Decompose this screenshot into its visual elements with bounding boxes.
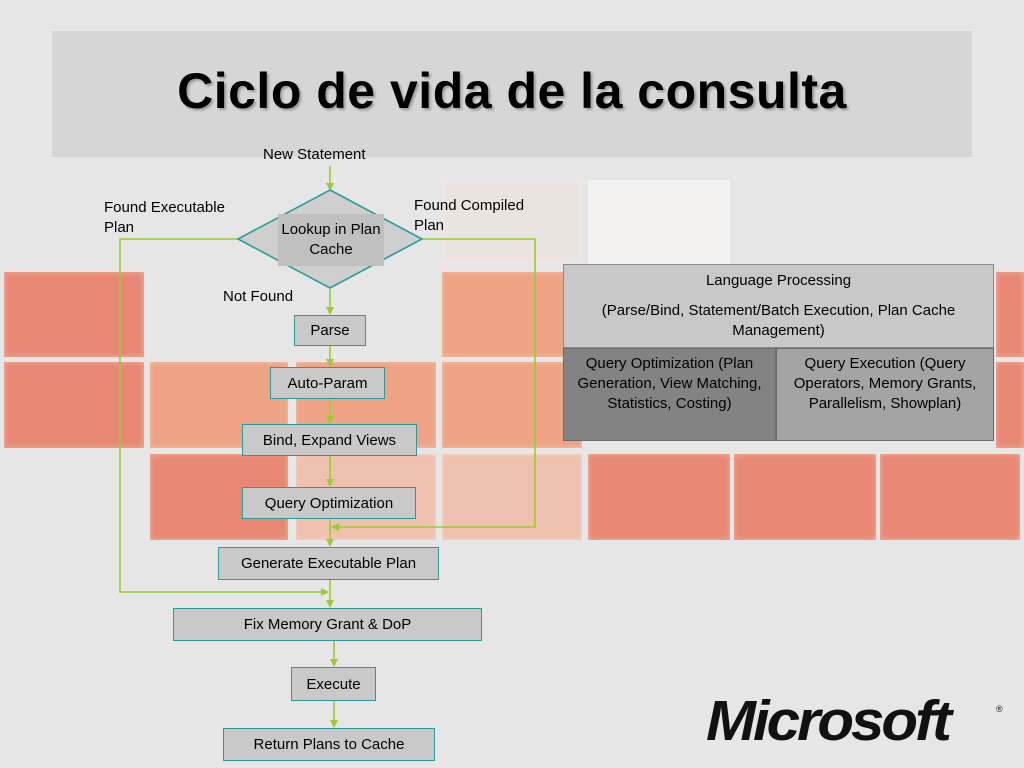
background-tile (734, 454, 876, 540)
generate-executable-plan-step: Generate Executable Plan (218, 547, 439, 580)
not-found-label: Not Found (223, 288, 294, 305)
background-tile (442, 362, 582, 448)
background-tile (996, 272, 1024, 357)
title-band (52, 31, 972, 157)
background-tile (588, 454, 730, 540)
found-compiled-path (331, 238, 536, 531)
background-tile (442, 272, 582, 357)
language-processing-detail: (Parse/Bind, Statement/Batch Execution, … (601, 302, 956, 339)
fix-memory-grant-step: Fix Memory Grant & DoP (173, 608, 482, 641)
language-processing-box: Language Processing (Parse/Bind, Stateme… (563, 264, 994, 348)
microsoft-logo: Microsoft (706, 688, 952, 753)
language-processing-title: Language Processing (705, 272, 852, 289)
query-optimization-step: Query Optimization (242, 487, 416, 519)
background-tile (442, 180, 582, 265)
execute-step: Execute (291, 667, 376, 701)
background-tile (442, 454, 582, 540)
bind-expand-views-step: Bind, Expand Views (242, 424, 417, 456)
new-statement-label: New Statement (263, 146, 366, 163)
return-plans-to-cache-step: Return Plans to Cache (223, 728, 435, 761)
lookup-plan-cache-label: Lookup in Plan Cache (278, 214, 384, 266)
background-tile (588, 180, 730, 265)
found-executable-plan-label: Found Executable Plan (104, 199, 225, 236)
background-tile (996, 362, 1024, 448)
background-tile (880, 454, 1020, 540)
registered-mark: ® (996, 704, 1003, 714)
parse-step: Parse (294, 315, 366, 346)
found-executable-path (119, 238, 329, 596)
auto-param-step: Auto-Param (270, 367, 385, 399)
query-execution-box: Query Execution (Query Operators, Memory… (776, 348, 994, 441)
query-optimization-box: Query Optimization (Plan Generation, Vie… (563, 348, 776, 441)
found-compiled-plan-label: Found Compiled Plan (414, 197, 525, 234)
slide-title: Ciclo de vida de la consulta (177, 63, 847, 119)
